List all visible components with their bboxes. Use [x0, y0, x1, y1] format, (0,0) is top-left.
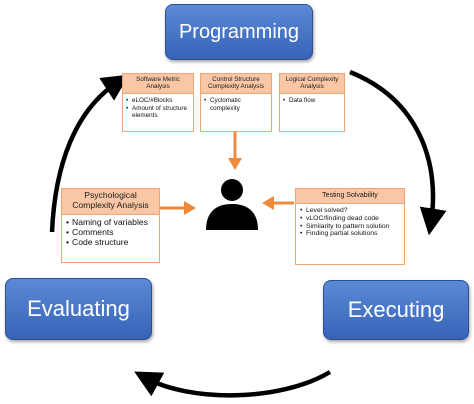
psychological-item: Naming of variables [66, 217, 156, 228]
psychological-title-line-1: Psychological [84, 190, 137, 200]
software-metric-card: Software Metric Analysis eLOC/#Blocks Am… [122, 73, 194, 132]
testing-solvability-title-line-1: Testing Solvability [322, 192, 378, 199]
software-metric-item: Amount of structure elements [126, 105, 190, 119]
control-structure-item: Cyclomatic complexity [204, 97, 268, 111]
cycle-arrow-evaluating-to-programming [49, 74, 130, 233]
logical-complexity-title: Logical Complexity Analysis [280, 74, 344, 95]
evaluating-label: Evaluating [27, 296, 130, 321]
programming-node: Programming [165, 4, 313, 60]
evaluating-node: Evaluating [5, 278, 152, 340]
psychological-item: Code structure [66, 237, 156, 248]
logical-complexity-title-line-2: Analysis [300, 83, 324, 91]
psychological-item: Comments [66, 227, 156, 238]
logical-complexity-item: Data flow [283, 97, 341, 104]
logical-complexity-title-line-1: Logical Complexity [285, 76, 339, 83]
testing-solvability-title: Testing Solvability [296, 189, 404, 205]
psychological-card: Psychological Complexity Analysis Naming… [61, 188, 160, 263]
control-structure-card: Control Structure Complexity Analysis Cy… [200, 73, 272, 132]
connector-left [160, 201, 196, 215]
programming-label: Programming [178, 20, 300, 43]
executing-node: Executing [323, 280, 469, 340]
connector-top [228, 131, 242, 170]
testing-solvability-card: Testing Solvability Level solved? vLOC/f… [295, 188, 405, 265]
software-metric-item: eLOC/#Blocks [126, 97, 190, 104]
testing-solvability-item: Level solved? [300, 207, 401, 215]
user-silhouette-icon [206, 179, 258, 230]
cycle-arrow-executing-to-evaluating [134, 370, 332, 398]
control-structure-title-line-2: Complexity Analysis [208, 83, 264, 91]
control-structure-title: Control Structure Complexity Analysis [201, 74, 271, 95]
logical-complexity-card: Logical Complexity Analysis Data flow [279, 73, 345, 132]
testing-solvability-item: Similarity to pattern solution [300, 223, 401, 231]
software-metric-title: Software Metric Analysis [123, 74, 193, 95]
cycle-arrow-programming-to-executing [349, 69, 447, 236]
connector-right [262, 196, 294, 210]
software-metric-title-line-2: Analysis [146, 83, 170, 91]
testing-solvability-item: Finding partial solutions [300, 230, 401, 238]
control-structure-title-line-1: Control Structure [212, 76, 260, 83]
psychological-title: Psychological Complexity Analysis [62, 189, 159, 215]
psychological-title-line-2: Complexity Analysis [72, 199, 149, 210]
executing-label: Executing [347, 297, 445, 322]
software-metric-title-line-1: Software Metric [136, 76, 180, 83]
testing-solvability-item: vLOC/finding dead code [300, 215, 401, 223]
